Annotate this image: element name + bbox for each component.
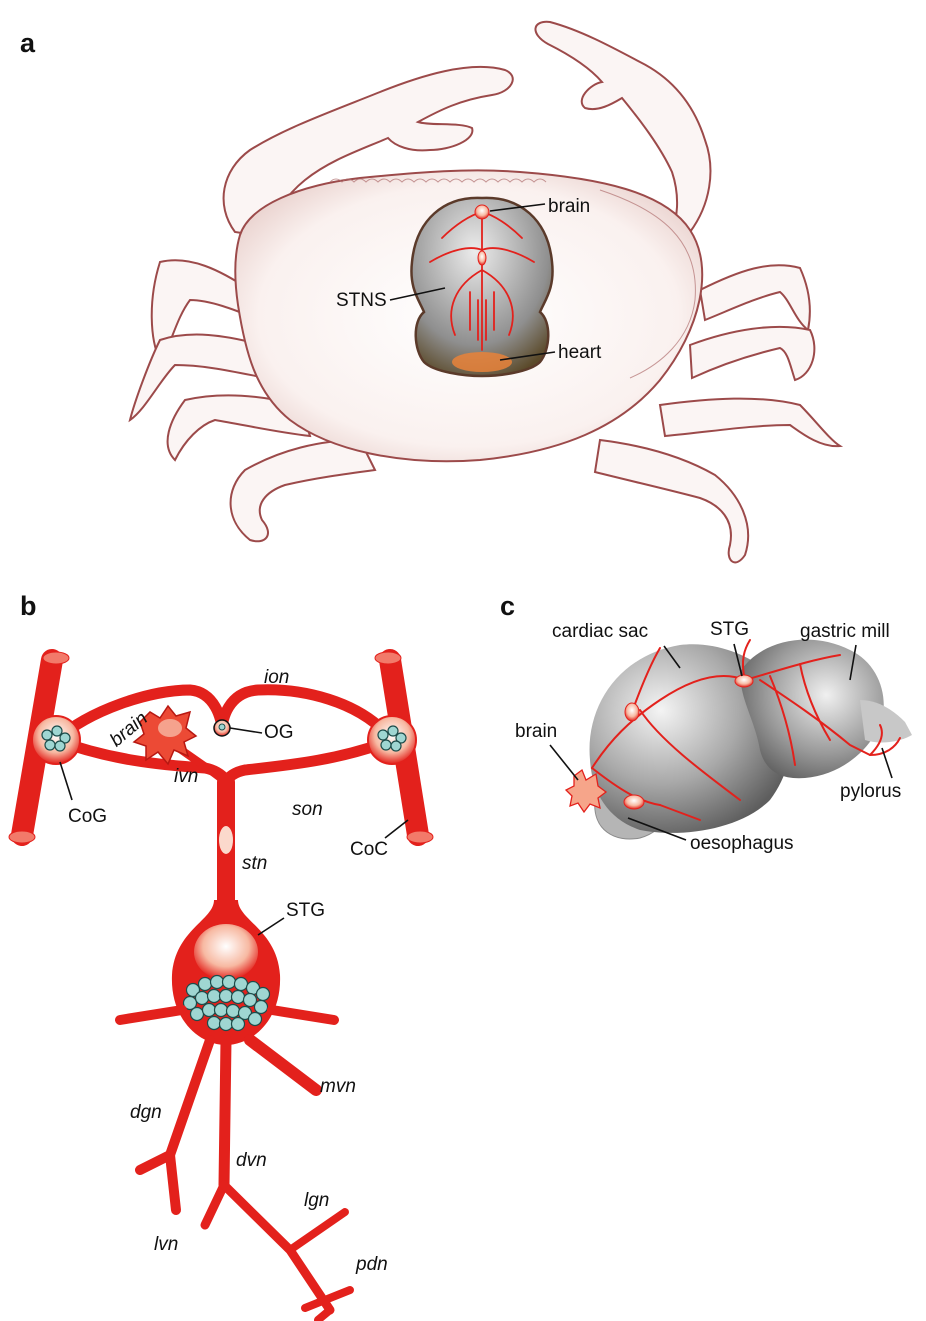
label-cog: CoG: [68, 806, 107, 827]
label-og: OG: [264, 722, 294, 743]
coc-right-end: [375, 652, 401, 664]
cog-shape-c: [625, 703, 639, 721]
mvn-nerve: [250, 1040, 316, 1090]
label-dvn: dvn: [236, 1150, 267, 1171]
label-brain-a: brain: [548, 196, 590, 217]
panel-letter-c: c: [500, 591, 515, 621]
panel-letter-a: a: [20, 28, 36, 58]
label-ion: ion: [264, 667, 289, 688]
right-leg-3: [660, 399, 840, 447]
label-ivn: ivn: [174, 766, 198, 787]
panel-letter-b: b: [20, 591, 37, 621]
label-son: son: [292, 799, 323, 820]
stg-branch-left: [120, 1010, 182, 1020]
cog-left: [32, 716, 80, 764]
lvn-nerve: [170, 1155, 176, 1210]
panel-b: b: [9, 591, 433, 1320]
son-right: [226, 740, 392, 782]
right-leg-2: [690, 327, 814, 380]
stg-shape-a: [478, 251, 486, 265]
label-pdn: pdn: [355, 1254, 388, 1275]
brain-shape-a: [475, 205, 489, 219]
label-pylorus: pylorus: [840, 781, 901, 802]
panel-c: c cardiac sac STG: [500, 591, 912, 854]
leader-brain-c: [550, 745, 578, 780]
cog-right: [368, 716, 416, 764]
heart-shape: [452, 352, 512, 372]
label-stg-c: STG: [710, 619, 749, 640]
coc-left-end: [43, 652, 69, 664]
leader-stg-b: [258, 918, 284, 935]
label-stns: STNS: [336, 290, 387, 311]
stg-shape-c: [735, 675, 753, 687]
stg-highlight: [194, 924, 258, 980]
left-leg-4: [231, 440, 375, 541]
label-brain-c: brain: [515, 721, 557, 742]
label-stg-b: STG: [286, 900, 325, 921]
stn-highlight: [219, 826, 233, 854]
label-coc: CoC: [350, 839, 388, 860]
panel-a: a: [20, 22, 840, 563]
label-oesophagus: oesophagus: [690, 833, 794, 854]
lgn-nerve: [290, 1212, 345, 1250]
leader-cog: [60, 762, 72, 800]
dvn-nerve: [224, 1040, 226, 1185]
label-heart: heart: [558, 342, 602, 363]
label-lgn: lgn: [304, 1190, 329, 1211]
leader-coc: [385, 820, 408, 838]
label-stn: stn: [242, 853, 267, 874]
crab-illustration: [130, 22, 840, 563]
right-leg-4: [595, 440, 748, 562]
stg-branch-right: [272, 1010, 334, 1020]
label-cardiac-sac: cardiac sac: [552, 621, 648, 642]
label-mvn: mvn: [320, 1076, 356, 1097]
label-gastric-mill: gastric mill: [800, 621, 890, 642]
right-leg-1: [700, 265, 810, 330]
leader-og: [230, 728, 262, 733]
label-dgn: dgn: [130, 1102, 162, 1123]
pylorus-shape: [860, 700, 912, 742]
og-shape-c: [624, 795, 644, 809]
label-lvn: lvn: [154, 1234, 178, 1255]
